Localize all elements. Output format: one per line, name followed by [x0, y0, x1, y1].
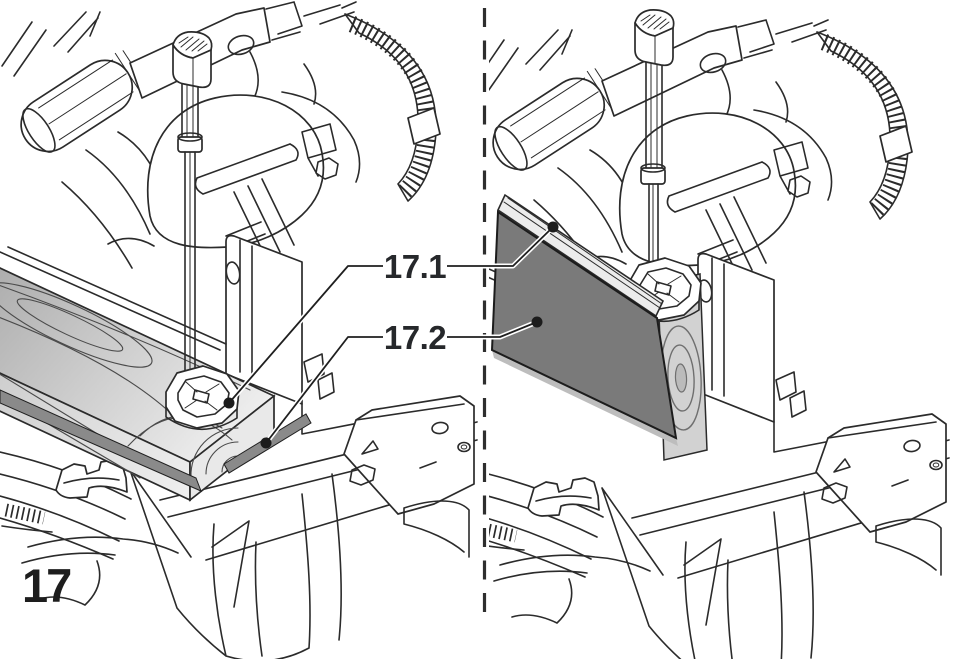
panel-top-strip — [496, 193, 665, 318]
right-panel — [472, 9, 949, 659]
left-panel — [0, 2, 477, 659]
callout-dot — [547, 221, 559, 233]
clamp-knob — [172, 31, 213, 89]
part-label-17-1: 17.1 — [384, 248, 446, 285]
leader-17-1-left — [228, 265, 383, 404]
figure-number: 17 — [22, 559, 71, 612]
callout-dot — [531, 316, 543, 328]
workpiece-panel — [490, 210, 678, 446]
clamp-screw — [165, 31, 240, 431]
leader-17-2-right — [447, 321, 538, 338]
callout-leaders — [223, 221, 559, 449]
callout-dot — [260, 437, 272, 449]
callout-dot — [223, 397, 235, 409]
part-label-17-2: 17.2 — [384, 319, 446, 356]
clamp-screw — [627, 9, 702, 323]
leader-17-2-left — [265, 336, 383, 444]
clamp-knob — [634, 9, 675, 67]
leader-17-1-right — [447, 226, 554, 267]
